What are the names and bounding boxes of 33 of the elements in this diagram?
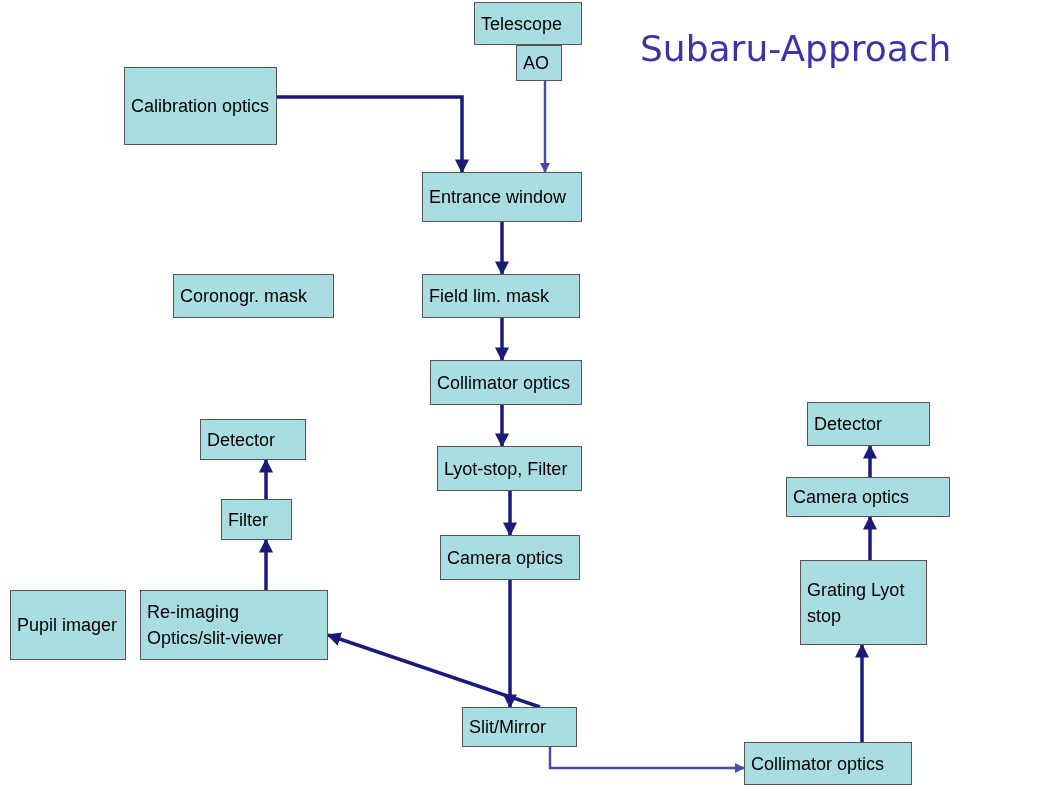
arrow: [863, 515, 877, 560]
process-box: Filter: [221, 499, 292, 540]
process-box: Field lim. mask: [422, 274, 580, 318]
process-box: Detector: [200, 419, 306, 460]
arrow: [495, 222, 509, 276]
arrow: [548, 747, 745, 773]
process-box: Coronogr. mask: [173, 274, 334, 318]
process-box: Collimator optics: [744, 742, 912, 785]
process-box: Grating Lyot stop: [800, 560, 927, 645]
process-box: Calibration optics: [124, 67, 277, 145]
process-box: Re-imaging Optics/slit-viewer: [140, 590, 328, 660]
arrow: [495, 318, 509, 362]
process-box: Pupil imager: [10, 590, 126, 660]
title: Subaru-Approach: [640, 27, 952, 71]
process-box: Telescope: [474, 2, 582, 45]
arrow: [503, 491, 517, 537]
process-box: Camera optics: [440, 535, 580, 580]
process-box: Slit/Mirror: [462, 707, 577, 747]
process-box: Camera optics: [786, 477, 950, 517]
arrow: [855, 643, 869, 742]
process-box: Entrance window: [422, 172, 582, 222]
process-box: Collimator optics: [430, 360, 582, 405]
arrow: [495, 405, 509, 448]
arrow: [326, 632, 541, 709]
arrow: [503, 580, 517, 709]
arrow: [540, 81, 550, 173]
arrow: [259, 538, 273, 590]
arrow: [277, 95, 469, 174]
process-box: Lyot-stop, Filter: [437, 446, 582, 491]
arrow: [259, 458, 273, 499]
process-box: Detector: [807, 402, 930, 446]
arrow: [863, 444, 877, 477]
process-box: AO: [516, 45, 562, 81]
